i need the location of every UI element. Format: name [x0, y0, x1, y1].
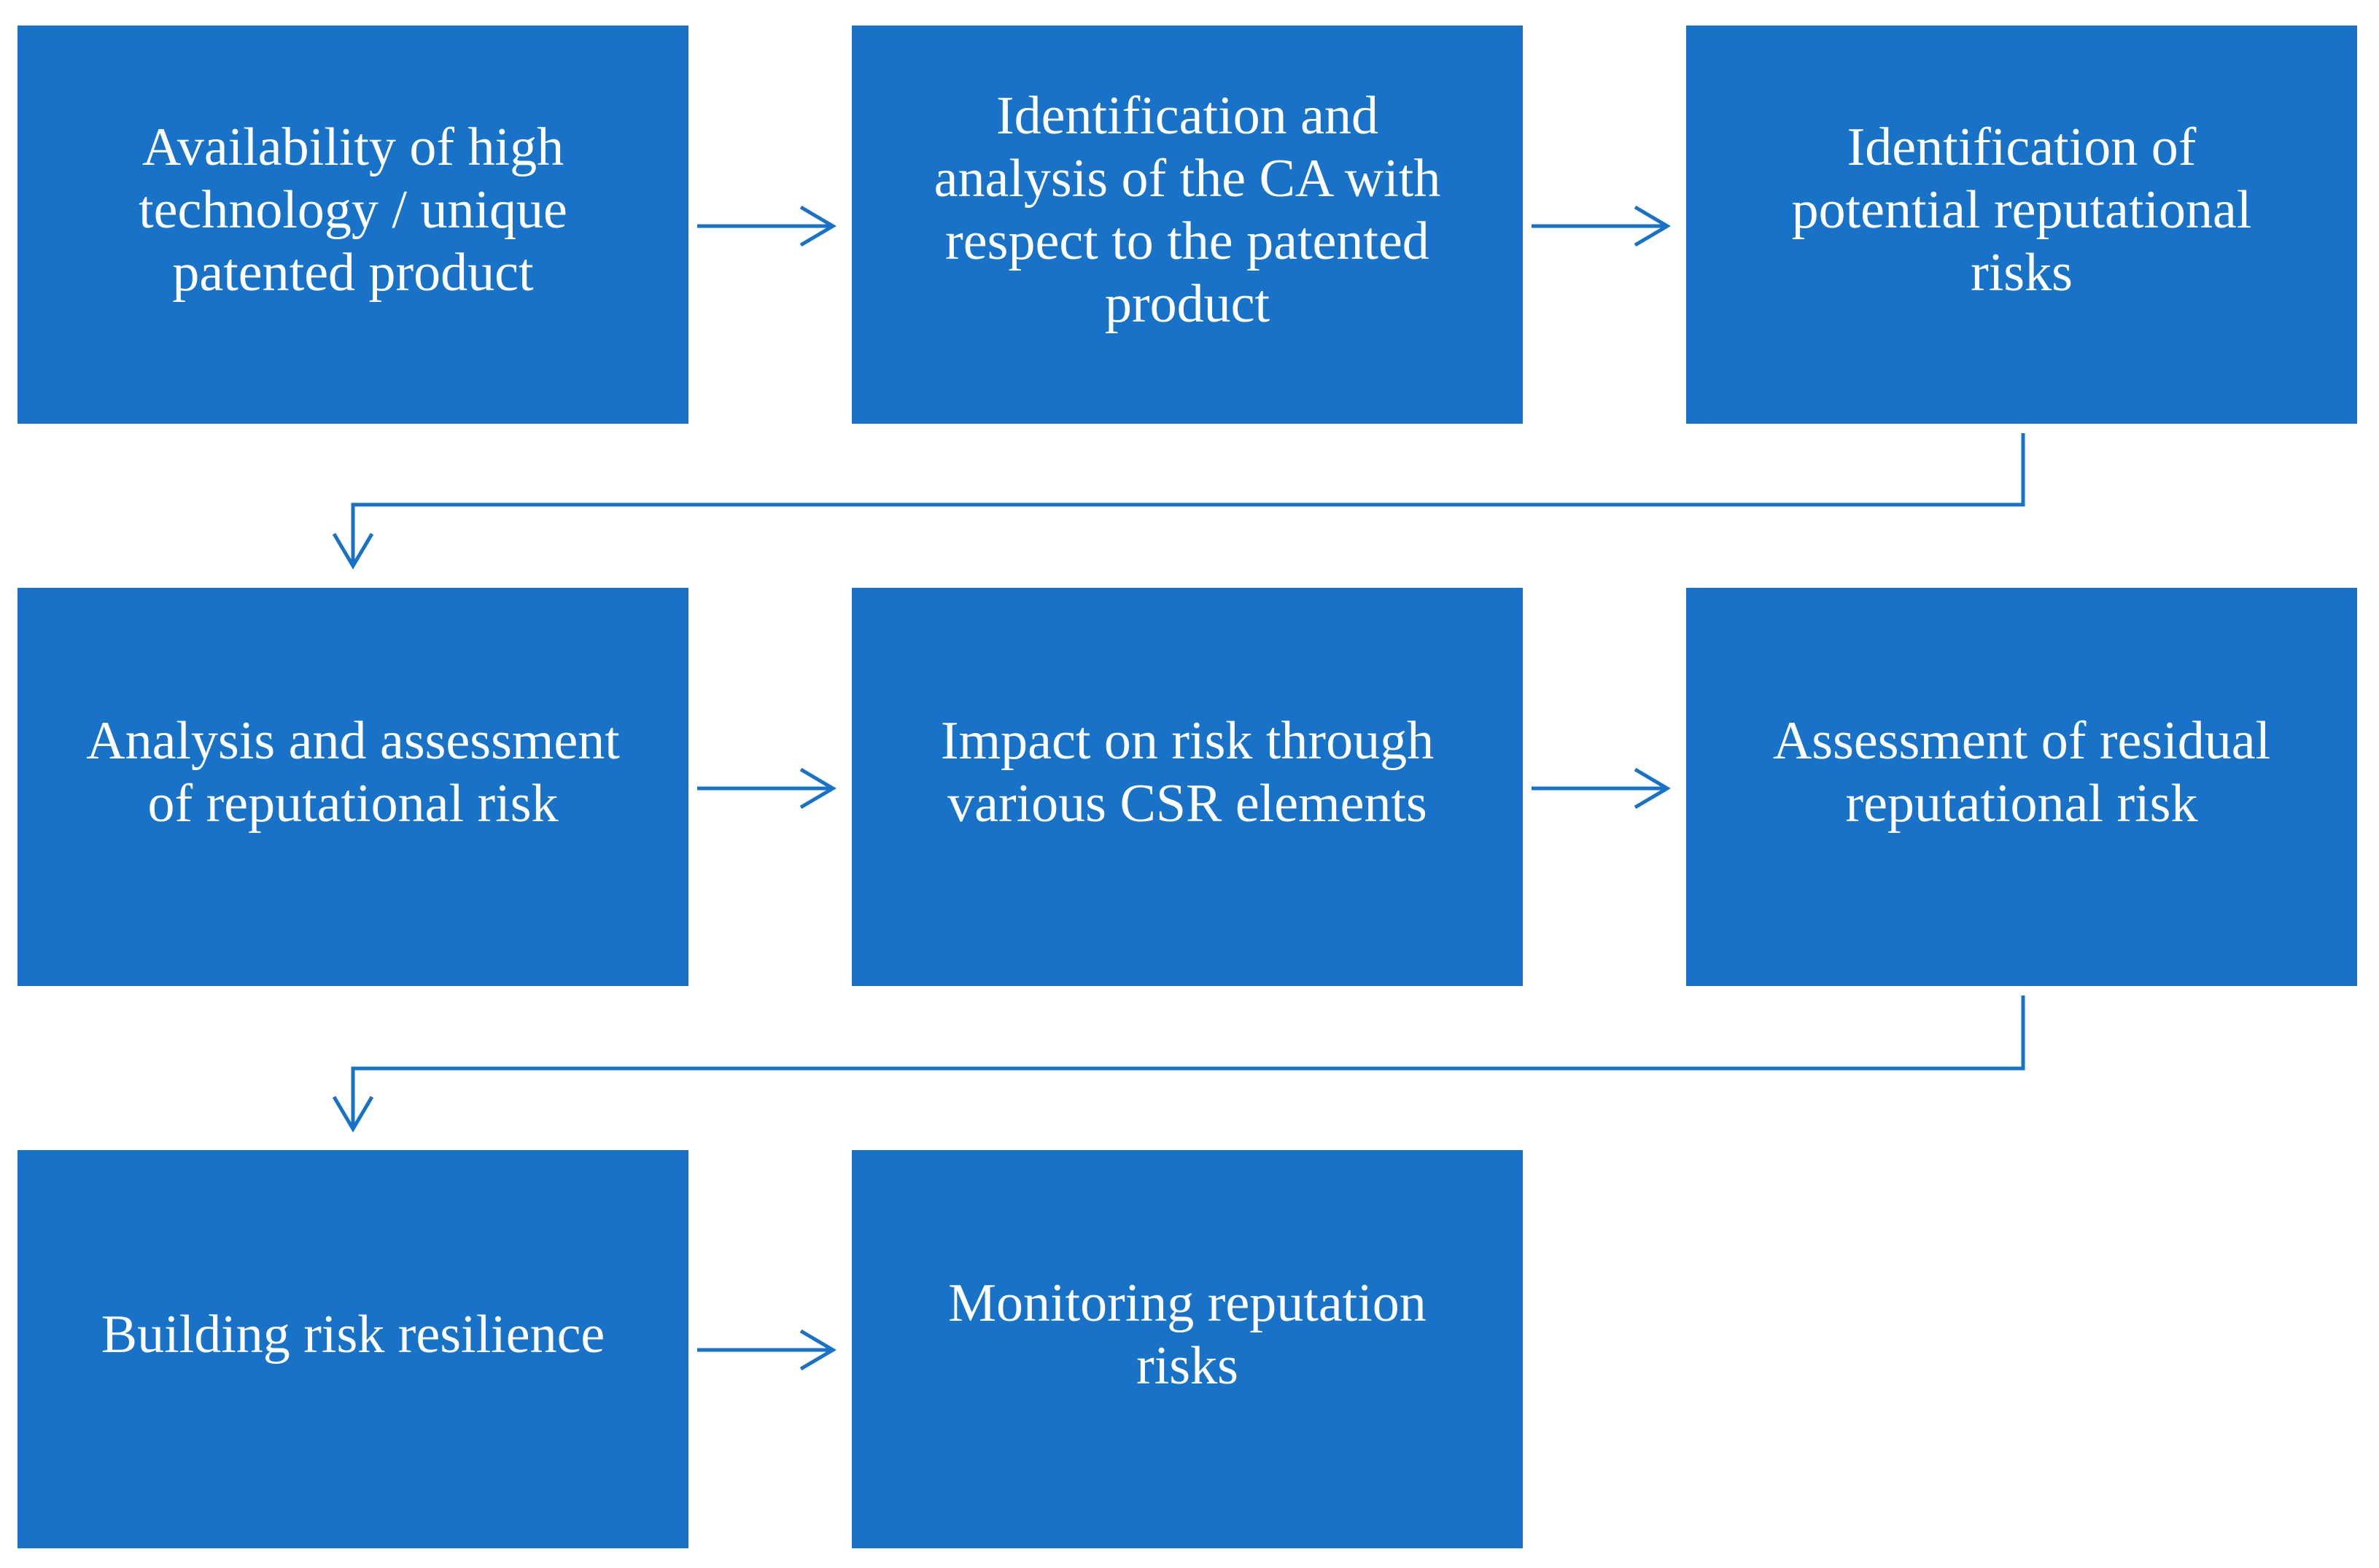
arrow-step3-to-step4: [332, 433, 2025, 570]
arrow-step6-to-step7: [332, 995, 2025, 1133]
step-availability-of-technology: Availability of high technology / unique…: [18, 26, 688, 424]
step-assessment-residual-risk: Assessment of residual reputational risk: [1686, 588, 2357, 986]
arrow-step7-to-step8: [697, 1329, 837, 1371]
arrow-step1-to-step2: [697, 205, 837, 247]
step-identification-reputational-risks: Identification of potential reputational…: [1686, 26, 2357, 424]
step-building-risk-resilience: Building risk resilience: [18, 1150, 688, 1548]
step-identification-analysis-ca: Identification and analysis of the CA wi…: [852, 26, 1523, 424]
arrow-step4-to-step5: [697, 767, 837, 810]
arrow-step2-to-step3: [1532, 205, 1671, 247]
step-impact-csr-elements: Impact on risk through various CSR eleme…: [852, 588, 1523, 986]
step-monitoring-reputation-risks: Monitoring reputation risks: [852, 1150, 1523, 1548]
step-analysis-assessment-risk: Analysis and assessment of reputational …: [18, 588, 688, 986]
arrow-step5-to-step6: [1532, 767, 1671, 810]
